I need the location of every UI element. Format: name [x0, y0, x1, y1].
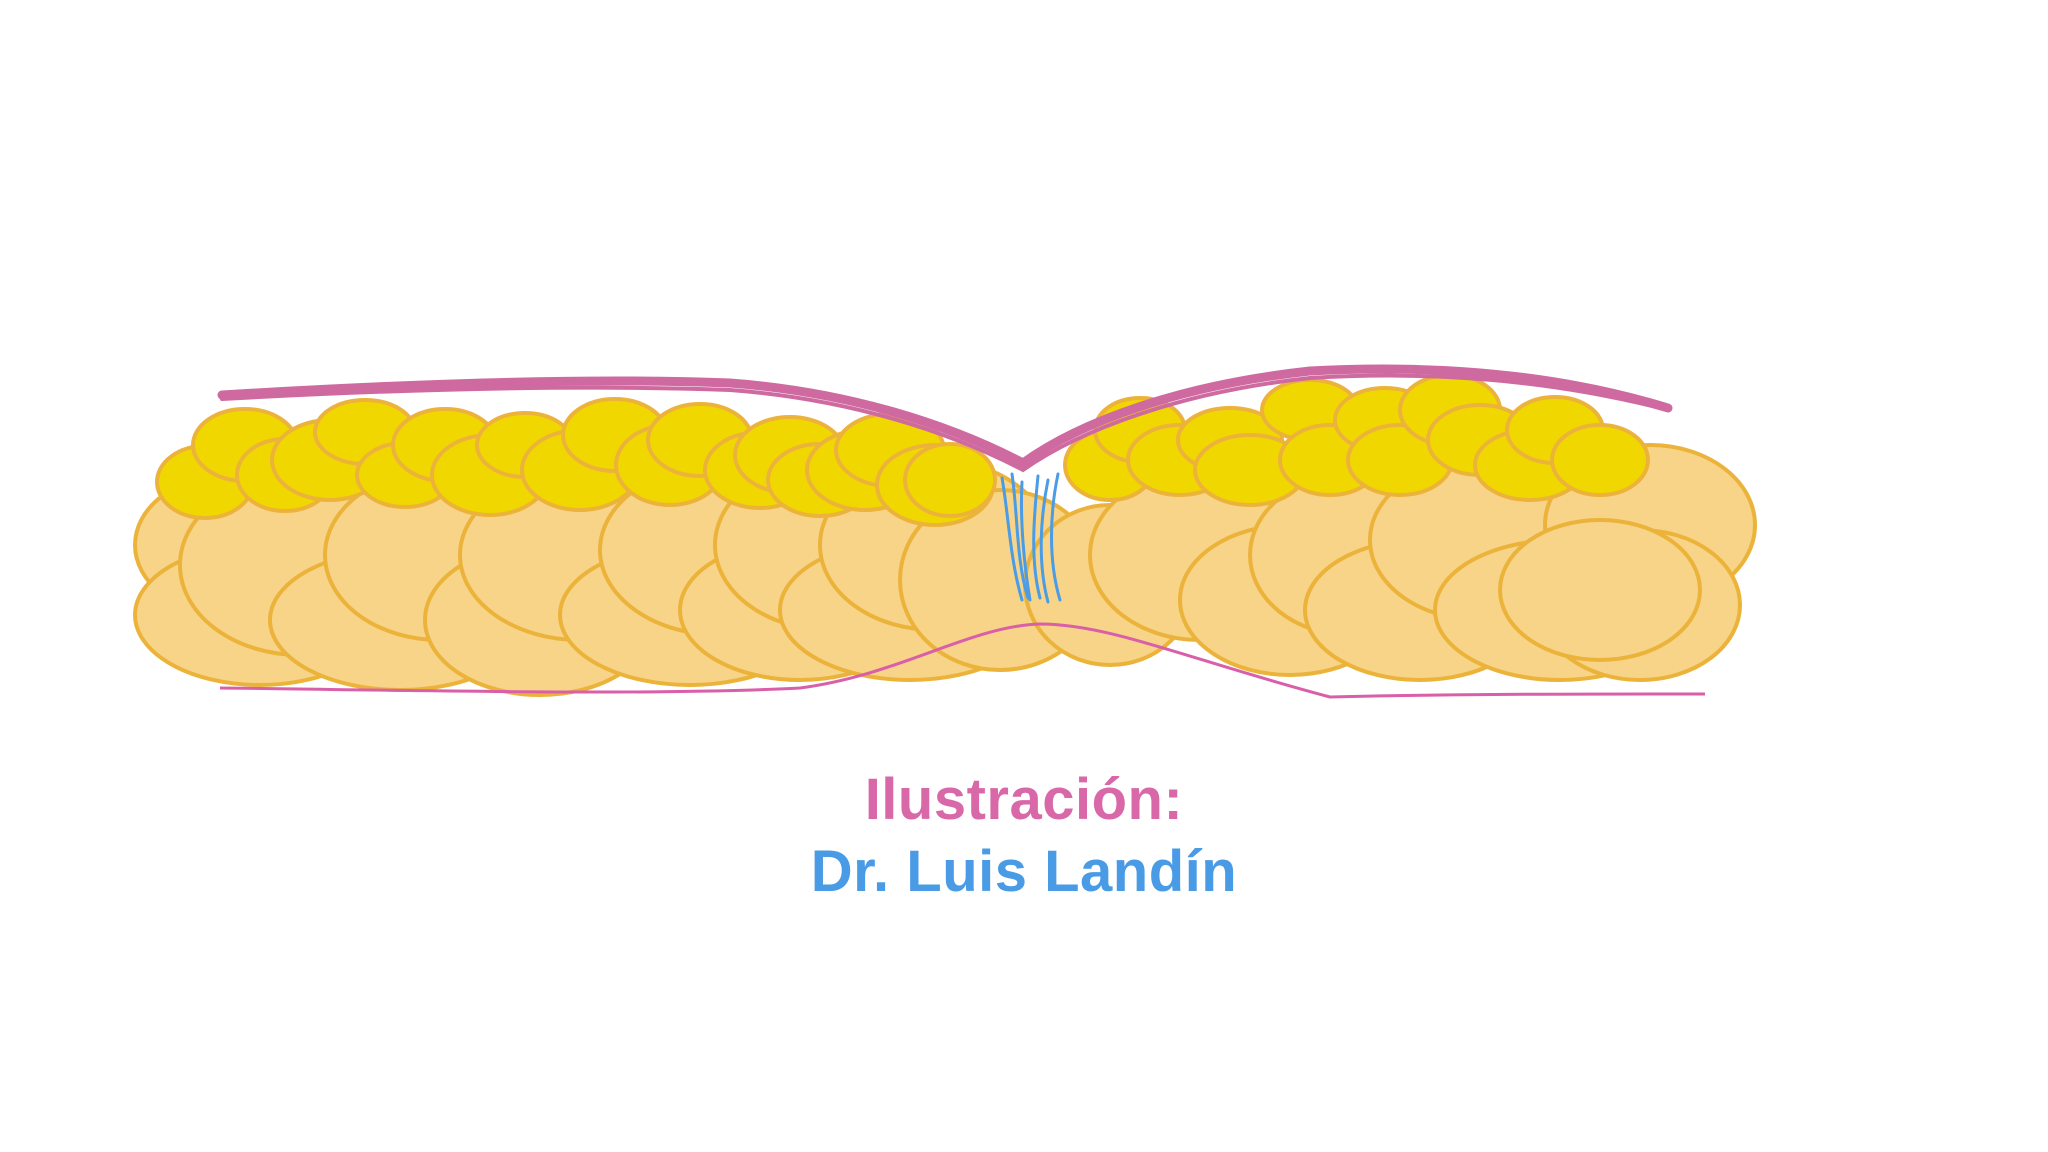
septum-strand: [1039, 478, 1050, 604]
septum-strand: [1019, 480, 1032, 602]
superficial-fat-lobule-icon: [903, 442, 997, 518]
septa-strands-icon: [1000, 472, 1062, 604]
skin-line-inner: [220, 373, 1670, 473]
skin-line: [217, 364, 1673, 469]
septum-strand: [1032, 474, 1042, 600]
credit-label: Ilustración:: [864, 767, 1184, 832]
deep-fascia-line: [219, 622, 1706, 699]
credit-author: Dr. Luis Landín: [810, 839, 1238, 904]
septum-strand: [1050, 472, 1062, 602]
septum-strand: [1010, 472, 1030, 600]
superficial-fat-lobule-icon: [1550, 423, 1650, 497]
superficial-fat-layer: [155, 373, 1650, 527]
deep-fat-lobule-icon: [1498, 518, 1702, 662]
septum-strand: [1000, 476, 1024, 602]
